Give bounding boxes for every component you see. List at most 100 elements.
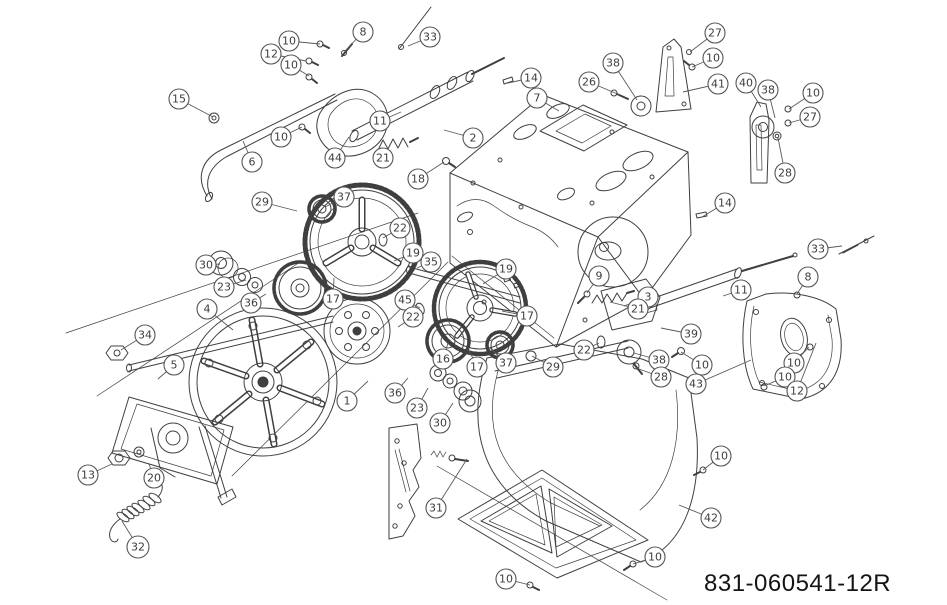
callout-44[interactable]: 44 — [324, 147, 346, 169]
callout-21[interactable]: 21 — [627, 298, 649, 320]
svg-text:10: 10 — [284, 59, 298, 72]
callout-9[interactable]: 9 — [588, 265, 610, 287]
callout-28[interactable]: 28 — [774, 162, 796, 184]
callout-22[interactable]: 22 — [389, 217, 411, 239]
callout-36[interactable]: 36 — [384, 382, 406, 404]
callout-29[interactable]: 29 — [251, 191, 273, 213]
shafts — [105, 6, 875, 373]
callout-10[interactable]: 10 — [702, 47, 724, 69]
svg-text:43: 43 — [689, 378, 703, 391]
callout-20[interactable]: 20 — [143, 467, 165, 489]
callout-21[interactable]: 21 — [372, 147, 394, 169]
callout-10[interactable]: 10 — [710, 445, 732, 467]
svg-text:18: 18 — [411, 173, 425, 186]
svg-text:36: 36 — [244, 297, 258, 310]
callout-22[interactable]: 22 — [402, 306, 424, 328]
callout-38[interactable]: 38 — [602, 52, 624, 74]
callout-1[interactable]: 1 — [336, 390, 358, 412]
svg-text:39: 39 — [684, 328, 698, 341]
svg-text:10: 10 — [706, 52, 720, 65]
svg-text:6: 6 — [249, 156, 256, 169]
callout-37[interactable]: 37 — [333, 186, 355, 208]
callout-13[interactable]: 13 — [77, 464, 99, 486]
svg-text:33: 33 — [423, 31, 437, 44]
callout-26[interactable]: 26 — [578, 71, 600, 93]
callout-40[interactable]: 40 — [735, 72, 757, 94]
svg-text:10: 10 — [648, 551, 662, 564]
callout-5[interactable]: 5 — [163, 354, 185, 376]
callout-34[interactable]: 34 — [134, 324, 156, 346]
svg-text:2: 2 — [470, 132, 477, 145]
callout-8[interactable]: 8 — [352, 21, 374, 43]
svg-text:30: 30 — [199, 259, 213, 272]
callout-27[interactable]: 27 — [799, 106, 821, 128]
callout-12[interactable]: 12 — [786, 380, 808, 402]
callout-33[interactable]: 33 — [807, 238, 829, 260]
sprockets — [272, 194, 537, 364]
callout-8[interactable]: 8 — [797, 266, 819, 288]
callout-11[interactable]: 11 — [369, 110, 391, 132]
svg-text:35: 35 — [424, 256, 438, 269]
callout-10[interactable]: 10 — [774, 366, 796, 388]
callout-4[interactable]: 4 — [196, 298, 218, 320]
callout-22[interactable]: 22 — [573, 339, 595, 361]
svg-text:8: 8 — [805, 271, 812, 284]
callout-14[interactable]: 14 — [520, 67, 542, 89]
callout-29[interactable]: 29 — [542, 356, 564, 378]
callout-28[interactable]: 28 — [650, 366, 672, 388]
svg-text:44: 44 — [328, 152, 342, 165]
callout-31[interactable]: 31 — [425, 497, 447, 519]
svg-text:13: 13 — [81, 469, 95, 482]
callout-32-highlighted[interactable]: 32 — [126, 535, 150, 559]
callout-30[interactable]: 30 — [195, 254, 217, 276]
callout-38[interactable]: 38 — [757, 79, 779, 101]
callout-17[interactable]: 17 — [322, 288, 344, 310]
callout-19[interactable]: 19 — [402, 242, 424, 264]
callout-23[interactable]: 23 — [406, 397, 428, 419]
callout-12[interactable]: 12 — [260, 43, 282, 65]
fasteners — [298, 40, 814, 591]
callout-16[interactable]: 16 — [432, 348, 454, 370]
svg-text:10: 10 — [282, 35, 296, 48]
svg-text:33: 33 — [811, 243, 825, 256]
callout-33[interactable]: 33 — [419, 26, 441, 48]
callout-7[interactable]: 7 — [526, 87, 548, 109]
callout-10[interactable]: 10 — [802, 82, 824, 104]
svg-text:31: 31 — [429, 502, 443, 515]
callout-35[interactable]: 35 — [420, 251, 442, 273]
callout-27[interactable]: 27 — [704, 22, 726, 44]
callout-10[interactable]: 10 — [691, 354, 713, 376]
callout-10[interactable]: 10 — [495, 568, 517, 590]
svg-text:15: 15 — [172, 93, 186, 106]
callout-37[interactable]: 37 — [495, 352, 517, 374]
callout-43[interactable]: 43 — [685, 373, 707, 395]
callout-42[interactable]: 42 — [700, 507, 722, 529]
callout-30[interactable]: 30 — [429, 412, 451, 434]
callout-10[interactable]: 10 — [280, 54, 302, 76]
callout-15[interactable]: 15 — [168, 88, 190, 110]
callout-17[interactable]: 17 — [466, 356, 488, 378]
callout-6[interactable]: 6 — [241, 151, 263, 173]
callout-10[interactable]: 10 — [278, 30, 300, 52]
callout-11[interactable]: 11 — [730, 279, 752, 301]
callout-18[interactable]: 18 — [407, 168, 429, 190]
callout-19[interactable]: 19 — [495, 258, 517, 280]
callout-23[interactable]: 23 — [213, 276, 235, 298]
svg-text:21: 21 — [376, 152, 390, 165]
callout-10[interactable]: 10 — [270, 126, 292, 148]
svg-text:4: 4 — [204, 303, 211, 316]
callout-17[interactable]: 17 — [516, 305, 538, 327]
callout-14[interactable]: 14 — [714, 192, 736, 214]
svg-text:12: 12 — [790, 385, 804, 398]
callout-2[interactable]: 2 — [462, 127, 484, 149]
callout-41[interactable]: 41 — [707, 73, 729, 95]
callout-38[interactable]: 38 — [648, 349, 670, 371]
callout-45[interactable]: 45 — [394, 289, 416, 311]
callout-10[interactable]: 10 — [644, 546, 666, 568]
svg-text:9: 9 — [596, 270, 603, 283]
idler-bracket — [591, 278, 661, 375]
svg-text:29: 29 — [546, 361, 560, 374]
callout-39[interactable]: 39 — [680, 323, 702, 345]
callout-36[interactable]: 36 — [240, 292, 262, 314]
skid-plate — [457, 469, 649, 579]
